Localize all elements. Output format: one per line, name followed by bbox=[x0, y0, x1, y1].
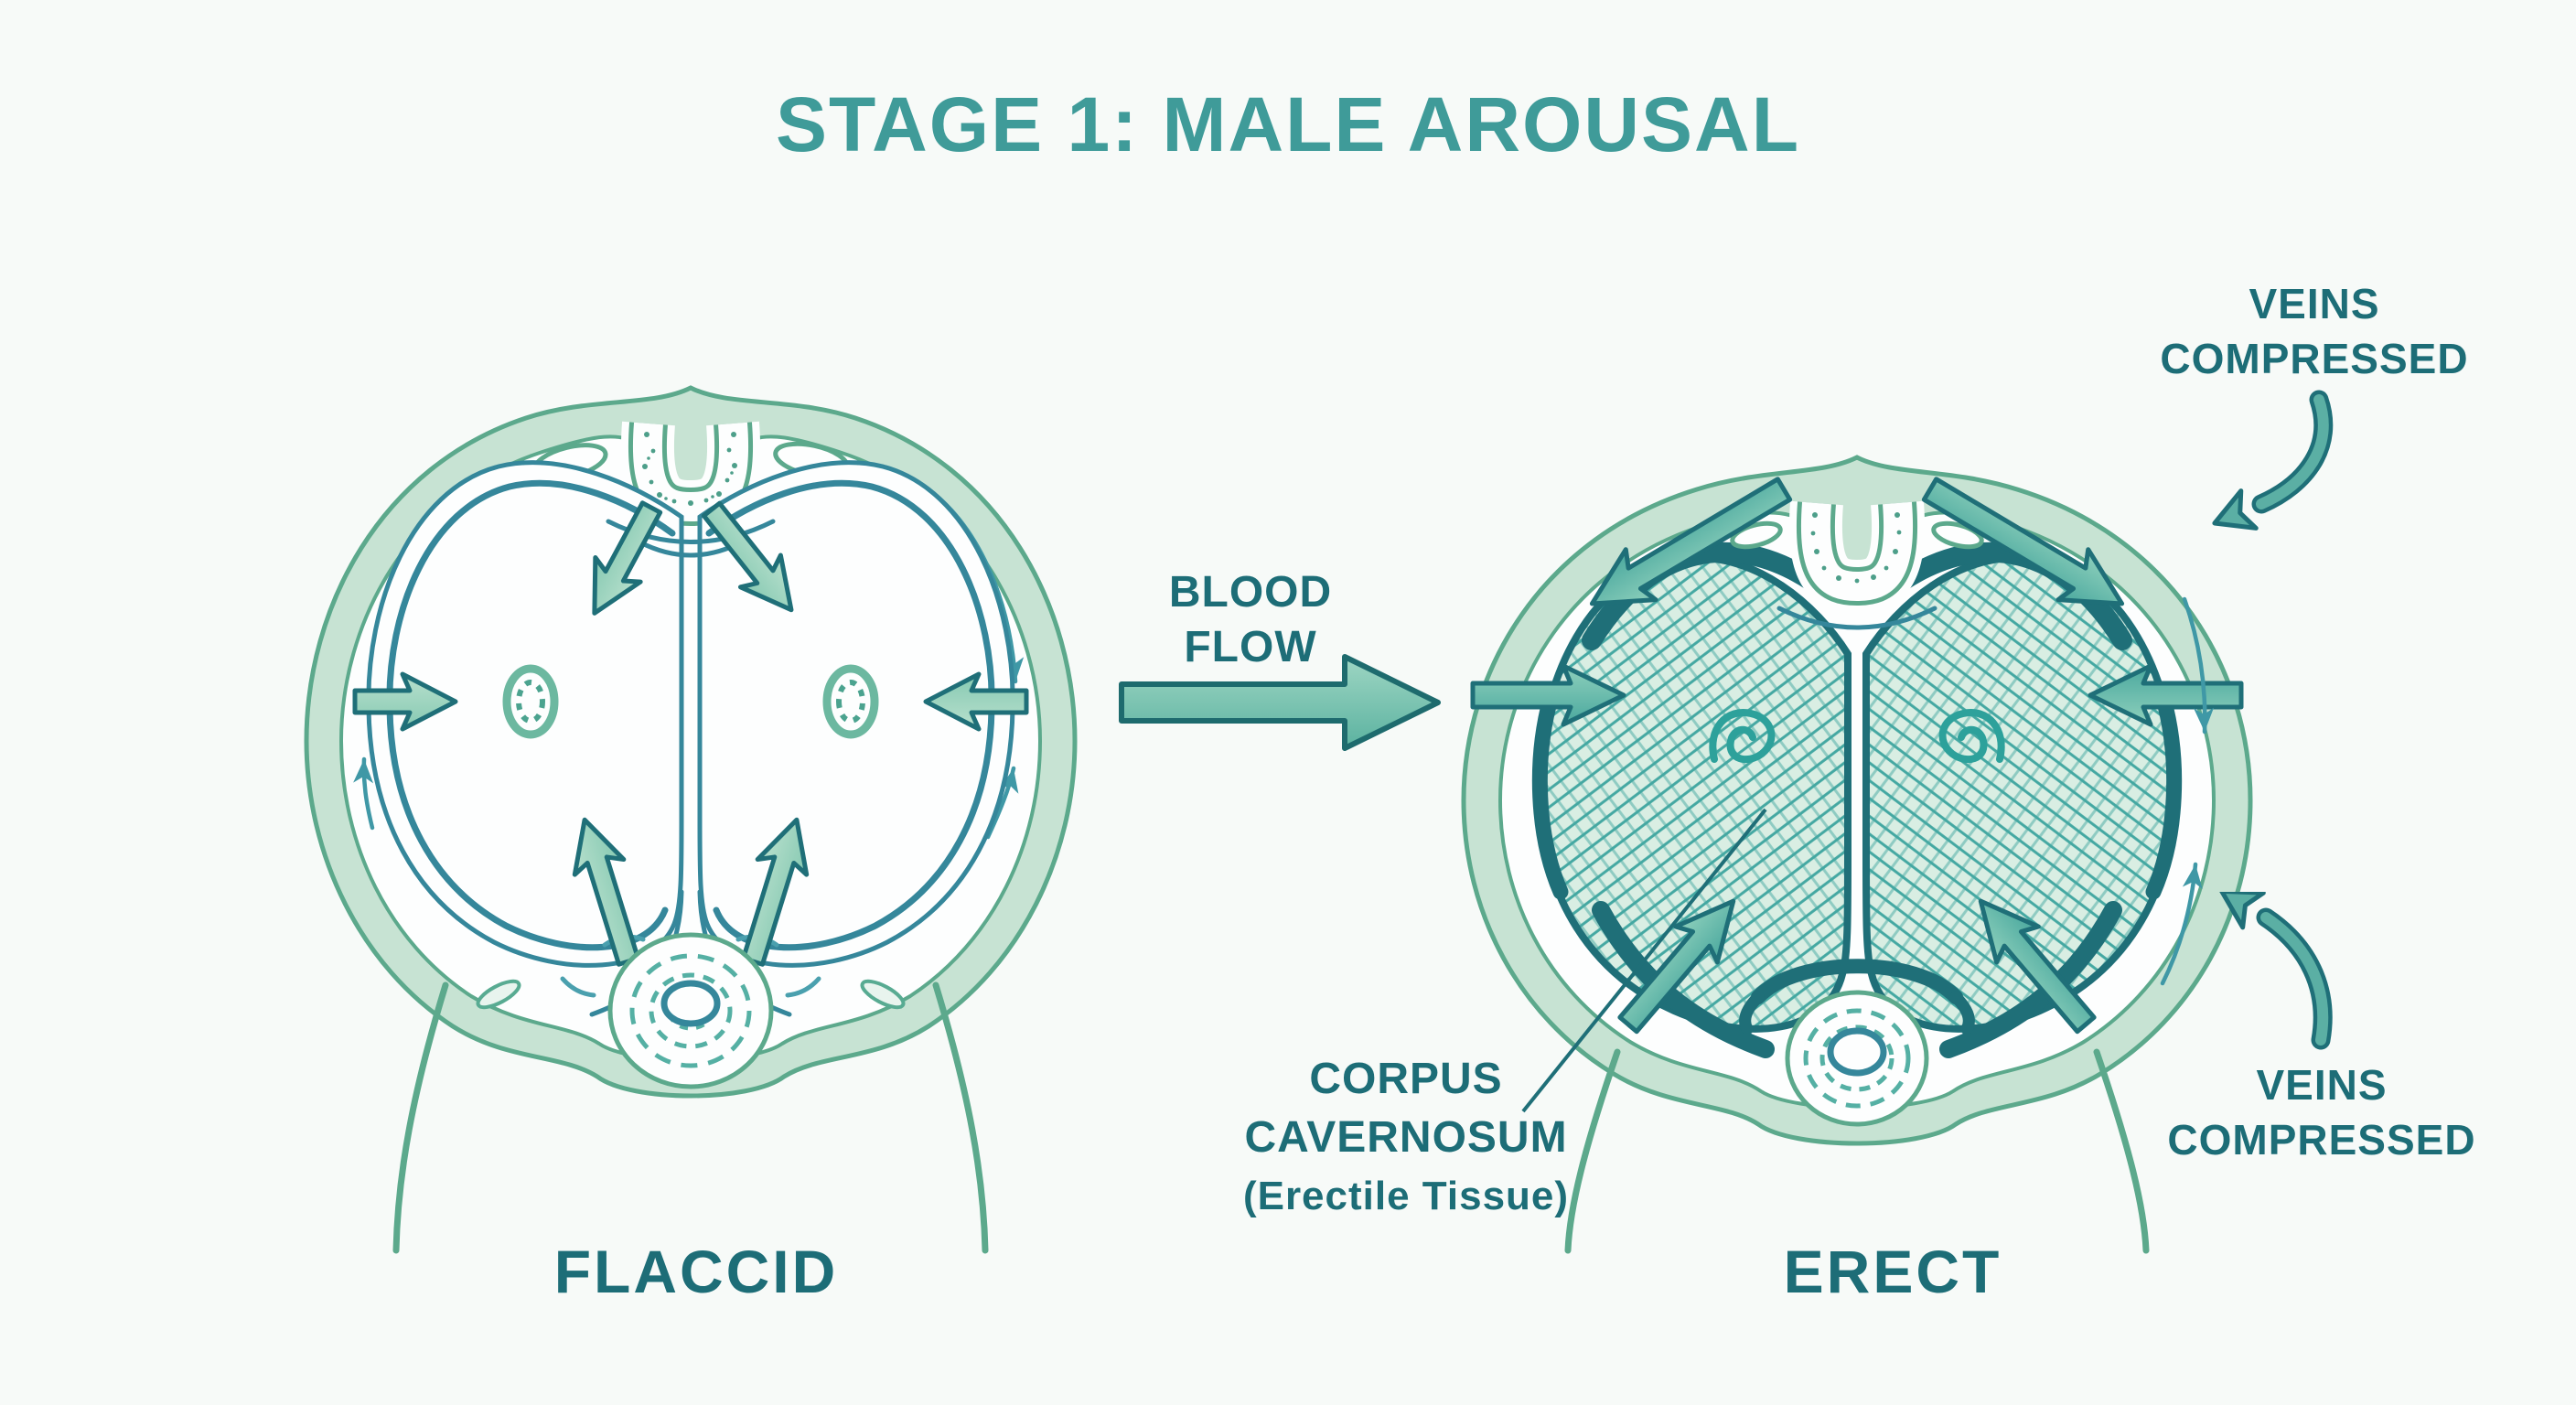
erect-corpus-cavernosum-left bbox=[1531, 542, 1852, 1058]
flaccid-corpus-spongiosum bbox=[476, 932, 906, 1089]
blood-flow-label: BLOOD FLOW bbox=[1113, 565, 1388, 675]
veins-bottom-line1: VEINS bbox=[2256, 1061, 2388, 1109]
compressed-vein-band-side bbox=[1531, 687, 1569, 900]
veins-bottom-line2: COMPRESSED bbox=[2167, 1116, 2476, 1164]
flaccid-shaft-line-left bbox=[392, 981, 449, 1254]
corpus-leader-line bbox=[1521, 808, 1767, 1113]
veins-top-pointer-arrow-icon bbox=[2212, 390, 2334, 531]
flaccid-dorsal-vein-pouch bbox=[621, 421, 760, 534]
page-title: STAGE 1: MALE AROUSAL bbox=[775, 81, 1800, 167]
corpus-line2: CAVERNOSUM bbox=[1244, 1113, 1568, 1162]
flaccid-shaft-line-right bbox=[932, 981, 989, 1254]
cavernosal-artery-ring bbox=[502, 664, 559, 739]
veins-bottom-pointer-arrow-icon bbox=[2219, 892, 2333, 1050]
veins-top-line1: VEINS bbox=[2249, 280, 2380, 327]
erect-cross-section-illustration bbox=[1461, 455, 2253, 1254]
corpus-line3: (Erectile Tissue) bbox=[1242, 1174, 1570, 1218]
blood-flow-line2: FLOW bbox=[1184, 623, 1317, 671]
erect-caption: ERECT bbox=[1783, 1238, 2002, 1305]
corpus-cavernosum-label: CORPUS CAVERNOSUM (Erectile Tissue) bbox=[1196, 1050, 1616, 1226]
veins-compressed-bottom-label: VEINS COMPRESSED bbox=[2139, 1057, 2505, 1167]
blood-flow-line1: BLOOD bbox=[1168, 568, 1333, 617]
erect-shaft-line-left bbox=[1564, 1048, 1621, 1254]
erect-dorsal-vein-pouch bbox=[1776, 500, 1937, 630]
urethra bbox=[1827, 1027, 1887, 1077]
vein-speckles bbox=[642, 432, 737, 506]
erect-flow-arrows bbox=[1470, 477, 2244, 1035]
flaccid-caption: FLACCID bbox=[553, 1238, 839, 1305]
corpus-line1: CORPUS bbox=[1309, 1055, 1503, 1103]
flaccid-cross-section-illustration bbox=[304, 385, 1078, 1254]
flaccid-flow-arrows bbox=[352, 500, 1029, 967]
compressed-vein-band-lower bbox=[1592, 901, 1775, 1058]
veins-compressed-top-label: VEINS COMPRESSED bbox=[2131, 276, 2497, 386]
urethra bbox=[660, 980, 721, 1027]
erect-shaft-line-right bbox=[2093, 1048, 2150, 1254]
ring-circulation-arrows bbox=[2160, 596, 2215, 986]
compressed-vein-wave bbox=[1739, 959, 1975, 1035]
vein-speckles bbox=[1810, 512, 1902, 584]
blood-flow-arrow-icon bbox=[1119, 654, 1441, 751]
engorged-artery-squiggle bbox=[1709, 709, 1776, 764]
veins-top-line2: COMPRESSED bbox=[2160, 335, 2469, 382]
erect-corpus-spongiosum bbox=[1785, 990, 1929, 1127]
